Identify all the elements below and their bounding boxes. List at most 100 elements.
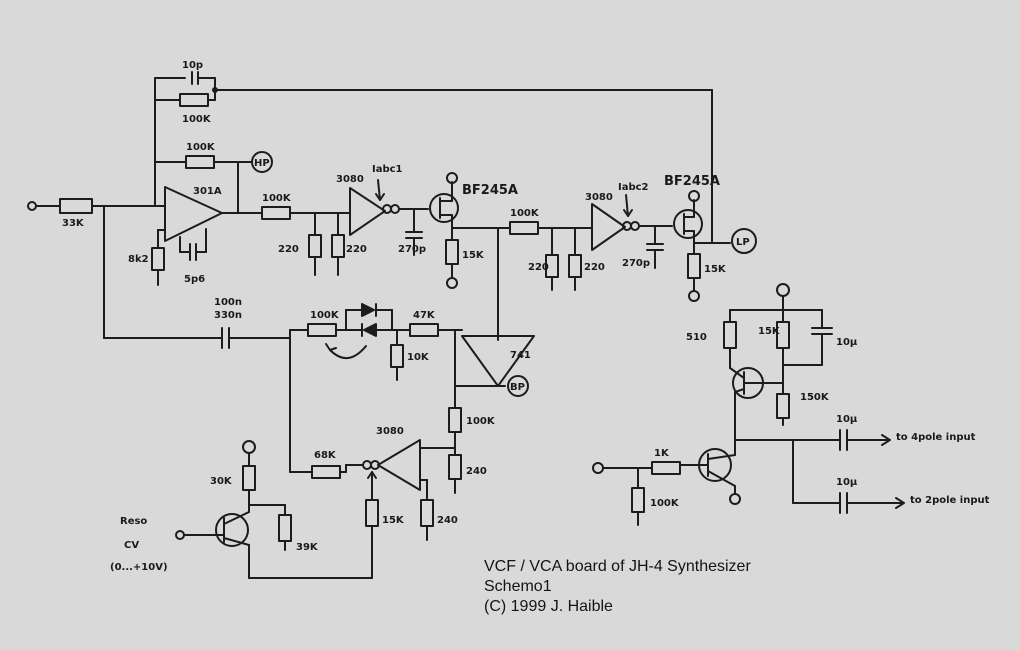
opamp-741-wiring — [437, 329, 506, 409]
resistor-100k-stage2 — [509, 221, 539, 235]
opamp-301a — [164, 186, 223, 242]
label-100n: 100n — [214, 297, 242, 308]
diode-pair — [325, 303, 411, 381]
resistor-100k-diode — [307, 323, 337, 337]
label-8k2: 8k2 — [128, 254, 149, 265]
label-bp: BP — [510, 382, 525, 393]
label-100k-5: 100K — [650, 498, 680, 509]
label-bf245a-2: BF245A — [664, 174, 720, 189]
label-100k-4: 100K — [466, 416, 496, 427]
fet1-to-stage2 — [451, 227, 511, 333]
label-100k-fb: 100K — [182, 114, 212, 125]
resistor-100k-bp — [448, 407, 462, 433]
label-5p6: 5p6 — [184, 274, 205, 285]
transistor-npn-out — [679, 448, 741, 505]
capacitor-10u-4pole — [839, 429, 891, 451]
stage2-input-wire — [537, 227, 593, 291]
label-47k: 47K — [413, 310, 436, 321]
capacitor-10u-2pole — [839, 492, 905, 514]
label-510: 510 — [686, 332, 707, 343]
transistor-reso — [215, 511, 250, 547]
caption-block: VCF / VCA board of JH-4 Synthesizer Sche… — [484, 557, 751, 617]
feedback-100k-hp — [154, 155, 253, 214]
label-cv: CV — [124, 540, 139, 551]
resistor-240-1 — [448, 454, 462, 480]
label-to-2pole: to 2pole input — [910, 495, 990, 506]
label-150k: 150K — [800, 392, 830, 403]
resistor-100k-stage1 — [261, 206, 291, 220]
label-10p: 10p — [182, 60, 203, 71]
label-100k-3: 100K — [310, 310, 340, 321]
label-220-4: 220 — [584, 262, 605, 273]
ota-3080-2 — [591, 203, 626, 251]
fet-bf245a-2 — [673, 190, 731, 302]
caption-copyright: (C) 1999 J. Haible — [484, 598, 613, 615]
resistor-47k — [409, 323, 439, 337]
resistor-240-2 — [420, 499, 434, 527]
feedback-10p-100k — [154, 71, 713, 244]
resistor-30k — [242, 465, 256, 491]
label-1k: 1K — [654, 448, 670, 459]
stage1-input-wire — [289, 212, 351, 276]
caption-subtitle: Schemo1 — [484, 578, 552, 595]
label-10u-2: 10µ — [836, 414, 858, 425]
label-15k-3: 15K — [382, 515, 405, 526]
ota1-output — [375, 179, 429, 256]
label-3080-2: 3080 — [585, 192, 613, 203]
feedback-path — [103, 205, 309, 473]
label-iabc1: Iabc1 — [372, 164, 403, 175]
resistor-39k — [278, 514, 292, 542]
resistor-1k — [651, 461, 681, 475]
output-buffer-wiring — [729, 283, 841, 504]
label-3080-3: 3080 — [376, 426, 404, 437]
resistor-68k — [311, 465, 341, 479]
label-3080-1: 3080 — [336, 174, 364, 185]
ota-3080-3 — [377, 439, 421, 491]
transistor-pnp-out — [729, 367, 784, 399]
label-30k: 30K — [210, 476, 233, 487]
label-330n: 330n — [214, 310, 242, 321]
opamp-741 — [461, 335, 535, 387]
label-iabc2: Iabc2 — [618, 182, 649, 193]
label-bf245a-1: BF245A — [462, 183, 518, 198]
resistor-15k-out — [776, 321, 790, 349]
label-301a: 301A — [193, 186, 222, 197]
label-240-2: 240 — [437, 515, 458, 526]
label-100k-hp: 100K — [186, 142, 216, 153]
label-10k: 10K — [407, 352, 430, 363]
resistor-100k-out — [631, 487, 645, 513]
resistor-150k — [776, 393, 790, 419]
ota2-output — [622, 194, 673, 269]
label-68k: 68K — [314, 450, 337, 461]
resistor-33k-input — [59, 198, 93, 214]
node-bp — [507, 375, 529, 397]
bp-divider-wire — [419, 431, 456, 456]
label-to-4pole: to 4pole input — [896, 432, 976, 443]
label-15k-2: 15K — [704, 264, 727, 275]
label-741: 741 — [510, 350, 531, 361]
output-input-wire — [592, 462, 653, 526]
label-100k-2: 100K — [510, 208, 540, 219]
label-hp: HP — [254, 158, 270, 169]
label-220-2: 220 — [346, 244, 367, 255]
label-270p-2: 270p — [622, 258, 650, 269]
ota3-wiring — [289, 460, 428, 501]
label-39k: 39K — [296, 542, 319, 553]
label-10u-1: 10µ — [836, 337, 858, 348]
label-15k-1: 15K — [462, 250, 485, 261]
label-33k: 33K — [62, 218, 85, 229]
label-15k-4: 15K — [758, 326, 781, 337]
ota-3080-1 — [349, 187, 386, 236]
node-hp — [251, 151, 273, 173]
fet-bf245a-1 — [429, 172, 459, 289]
label-220-3: 220 — [528, 262, 549, 273]
caption-title: VCF / VCA board of JH-4 Synthesizer — [484, 558, 751, 575]
node-lp — [731, 228, 757, 254]
reso-cv-wiring — [175, 440, 373, 579]
label-270p-1: 270p — [398, 244, 426, 255]
label-240-1: 240 — [466, 466, 487, 477]
label-lp: LP — [736, 237, 750, 248]
input-wire — [27, 201, 166, 211]
resistor-15k-ota3 — [365, 499, 379, 527]
label-220-1: 220 — [278, 244, 299, 255]
